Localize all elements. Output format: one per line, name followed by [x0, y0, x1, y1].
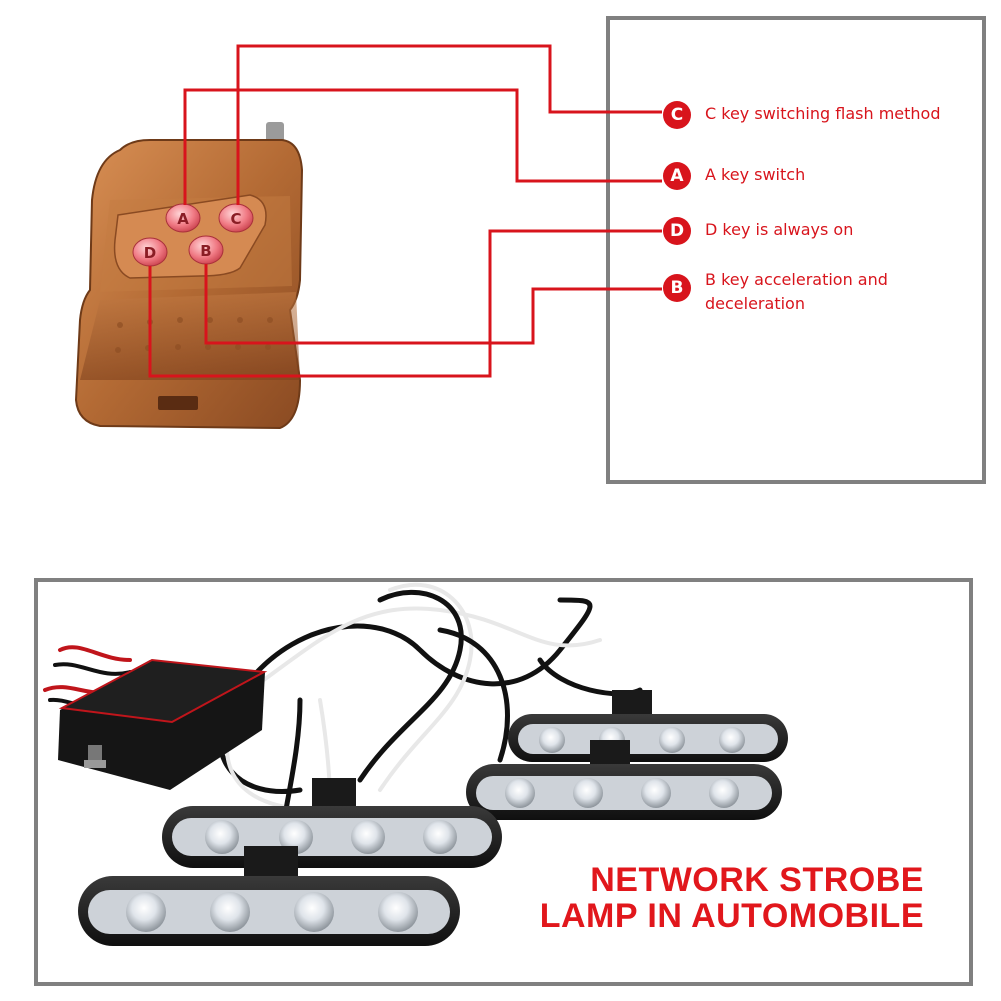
legend-text-c: C key switching flash method	[705, 104, 941, 123]
legend-item-b: B B key acceleration and deceleration	[663, 270, 888, 316]
badge-b: B	[663, 274, 691, 302]
leader-line-d	[148, 229, 662, 378]
remote-button-c-label: C	[230, 210, 241, 228]
legend-item-d: D D key is always on	[663, 217, 853, 245]
legend-item-a: A A key switch	[663, 162, 805, 190]
controller-box	[58, 658, 268, 790]
leader-line-a	[183, 88, 662, 205]
badge-d: D	[663, 217, 691, 245]
badge-c: C	[663, 101, 691, 129]
legend-item-c: C C key switching flash method	[663, 101, 941, 129]
remote-button-b-label: B	[200, 242, 211, 260]
product-title-line2: LAMP IN AUTOMOBILE	[539, 897, 924, 935]
lamp-bar-3	[162, 778, 502, 868]
legend-text-b: B key acceleration and deceleration	[705, 270, 888, 313]
legend-panel	[606, 16, 986, 484]
remote-button-c[interactable]	[218, 203, 254, 233]
remote-button-d-label: D	[144, 244, 156, 262]
remote-slot	[158, 396, 198, 410]
product-title-line1: NETWORK STROBE	[590, 861, 924, 899]
lamp-bar-4	[78, 846, 460, 946]
leader-line-c	[236, 44, 662, 205]
leader-lines	[148, 44, 662, 378]
legend-text-d: D key is always on	[705, 220, 854, 239]
remote-button-a[interactable]	[165, 203, 201, 233]
product-title: NETWORK STROBE LAMP IN AUTOMOBILE	[500, 862, 924, 934]
lamp-bar-2	[466, 740, 782, 820]
legend-text-a: A key switch	[705, 165, 806, 184]
badge-a: A	[663, 162, 691, 190]
remote-button-a-label: A	[177, 210, 189, 228]
lamp-bar-1	[508, 690, 788, 762]
leader-line-b	[204, 264, 662, 345]
